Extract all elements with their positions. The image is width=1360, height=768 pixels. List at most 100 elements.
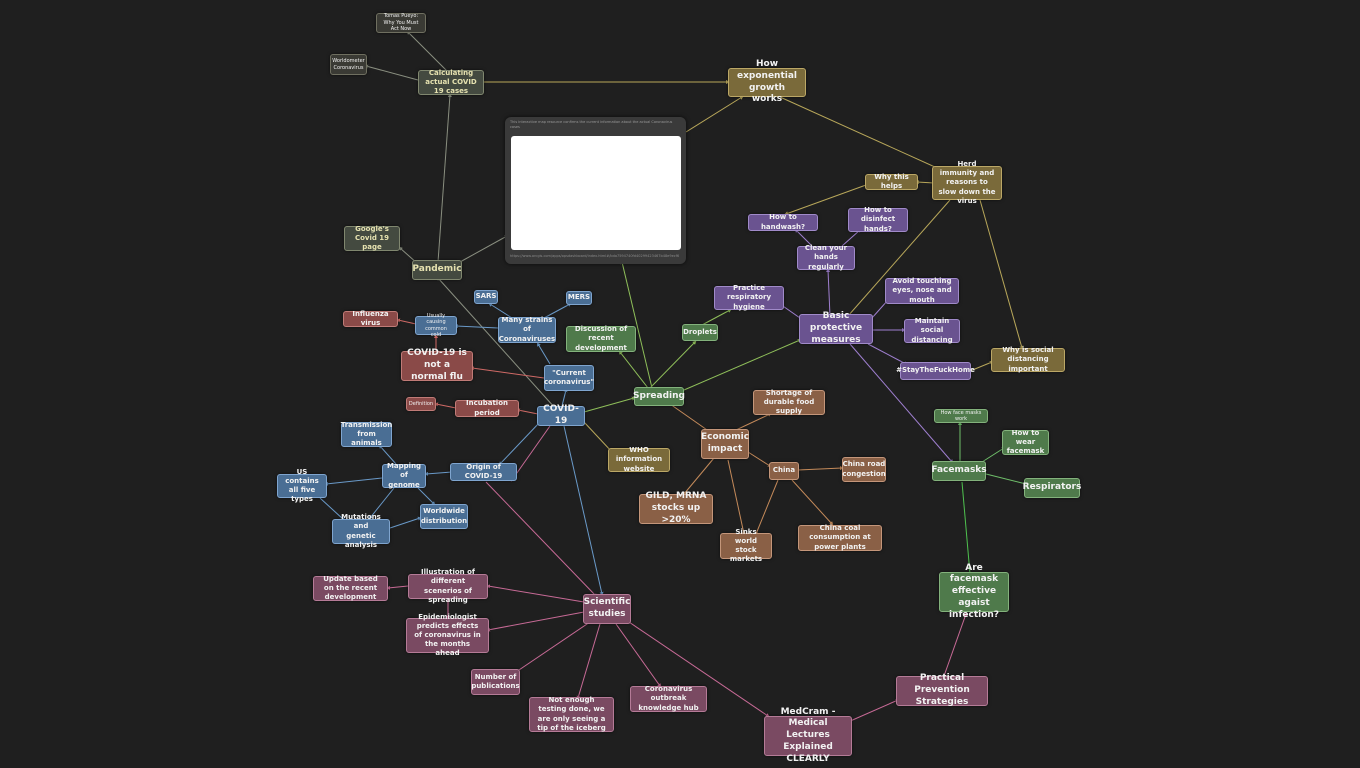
edge-basic-stayhome [867, 343, 908, 365]
node-incubation[interactable]: Incubation period [455, 399, 519, 417]
node-google-covid-page[interactable]: Google's Covid 19 page [344, 225, 400, 251]
embed-iframe-area[interactable] [511, 136, 681, 250]
node-medcram[interactable]: MedCram - Medical Lectures Explained CLE… [764, 707, 852, 764]
edge-scientific-epidem [486, 611, 585, 632]
node-calculating-cases[interactable]: Calculating actual COVID 19 cases [418, 69, 484, 95]
node-avoid-touching[interactable]: Avoid touching eyes, nose and mouth [885, 277, 959, 304]
node-knowledge-hub[interactable]: Coronavirus outbreak knowledge hub [630, 685, 707, 712]
node-exponential-growth[interactable]: How exponential growth works [728, 59, 806, 104]
edge-china-road [797, 466, 844, 471]
node-mapping-genome[interactable]: Mapping of genome [382, 462, 426, 489]
node-china[interactable]: China [769, 462, 799, 480]
edge-pandemic-embed [459, 235, 509, 263]
edge-economic-gild [682, 457, 715, 496]
node-how-to-wear[interactable]: How to wear facemask [1002, 429, 1049, 455]
edge-clean-handwash [794, 228, 813, 247]
edge-spreading-basic [683, 338, 802, 391]
edge-spreading-embed [620, 260, 653, 389]
node-discussion-recent[interactable]: Discussion of recent development [566, 325, 636, 352]
edge-covid-origin [498, 421, 541, 466]
edge-mutations-worldwide [389, 516, 422, 529]
node-how-to-disinfect[interactable]: How to disinfect hands? [848, 206, 908, 233]
edge-basic-facemasks [849, 343, 954, 464]
node-gild[interactable]: GILD, MRNA stocks up >20% [639, 491, 713, 525]
edge-facemasks-respirators [985, 473, 1028, 486]
node-how-face-masks-work[interactable]: How face masks work [934, 409, 988, 423]
edge-scientific-illustration [486, 584, 585, 603]
node-china-coal[interactable]: China coal consumption at power plants [798, 524, 882, 551]
node-who-info[interactable]: WHO information website [608, 446, 670, 473]
node-definition[interactable]: Definition [406, 397, 436, 411]
edge-clean-disinfect [841, 228, 862, 247]
edge-calculating-tomas [406, 30, 449, 73]
edge-pandemic-calculating [437, 93, 452, 263]
edge-herd-whythis [915, 180, 935, 185]
node-worldwide-distribution[interactable]: Worldwide distribution [420, 504, 468, 529]
node-stay-home[interactable]: #StayTheFuckHome [896, 362, 975, 380]
node-maintain-distancing[interactable]: Maintain social distancing [904, 317, 960, 344]
node-shortage[interactable]: Shortage of durable food supply [753, 389, 825, 415]
edge-covid-spreading [583, 396, 636, 413]
node-china-road[interactable]: China road congestion [842, 457, 886, 482]
node-illustration-scenarios[interactable]: Illustration of different scenerios of s… [408, 568, 488, 604]
edge-herd-basic [846, 199, 951, 318]
node-influenza[interactable]: Influenza virus [343, 310, 398, 327]
node-economic-impact[interactable]: Economic impact [701, 429, 749, 459]
embed-footer-link[interactable]: https://www.arcgis.com/apps/opsdashboard… [510, 254, 680, 258]
edge-scientific-medcram [625, 619, 770, 718]
edge-herd-whydist [979, 199, 1024, 350]
edge-mapping-transmission [378, 444, 397, 465]
edge-mapping-worldwide [417, 487, 436, 506]
node-facemask-effective[interactable]: Are facemask effective agaist infection? [939, 563, 1009, 620]
node-respirators[interactable]: Respirators [1023, 478, 1081, 498]
node-herd-immunity[interactable]: Herd immunity and reasons to slow down t… [932, 160, 1002, 205]
node-tomas-pueyo[interactable]: Tomas Pueyo: Why You Must Act Now [376, 13, 426, 33]
node-current-coronavirus[interactable]: "Current coronavirus" [544, 365, 594, 391]
edge-spreading-discussion [618, 350, 649, 389]
edge-spreading-economic [669, 403, 712, 434]
node-mutations[interactable]: Mutations and genetic analysis [332, 513, 390, 549]
edge-scientific-number [514, 621, 591, 674]
node-not-enough-testing[interactable]: Not enough testing done, we are only see… [529, 696, 614, 732]
edge-calculating-worldometer [364, 64, 419, 81]
edge-strains-usually [454, 324, 499, 329]
edge-origin-mapping [424, 471, 453, 476]
edge-current-notflu [470, 366, 545, 379]
node-transmission-animals[interactable]: Transmission from animals [340, 420, 393, 448]
node-sinks-markets[interactable]: Sinks world stock markets [720, 528, 772, 563]
edge-incubation-definition [434, 402, 457, 409]
edge-china-sinks [754, 479, 779, 536]
node-facemasks[interactable]: Facemasks [931, 461, 987, 481]
node-clean-hands[interactable]: Clean your hands regularly [797, 244, 855, 271]
node-droplets[interactable]: Droplets [682, 324, 718, 341]
node-sars[interactable]: SARS [474, 290, 498, 304]
embedded-map-card[interactable]: This interactive map resource confirms t… [505, 117, 686, 264]
node-epidemiologist[interactable]: Epidemiologist predicts effects of coron… [406, 613, 489, 657]
node-scientific-studies[interactable]: Scientific studies [583, 594, 631, 624]
node-many-strains[interactable]: Many strains of Coronaviruses [498, 316, 556, 343]
node-basic-protective[interactable]: Basic protective measures [799, 311, 873, 345]
edge-droplets-respiratory [701, 309, 732, 326]
node-number-publications[interactable]: Number of publications [471, 669, 520, 695]
node-pandemic[interactable]: Pandemic [412, 260, 462, 280]
edge-covid-current [561, 388, 568, 407]
node-origin[interactable]: Origin of COVID-19 [450, 463, 517, 481]
node-why-this-helps[interactable]: Why this helps [865, 173, 918, 190]
edge-economic-shortage [735, 413, 772, 431]
node-why-distancing[interactable]: Why is social distancing important [991, 346, 1065, 373]
node-us-contains[interactable]: US contains all five types [277, 468, 327, 503]
node-worldometer[interactable]: Worldometer Coronavirus [330, 54, 367, 75]
node-spreading[interactable]: Spreading [633, 387, 685, 406]
node-not-normal-flu[interactable]: COVID-19 is not a normal flu [401, 348, 473, 382]
node-practice-respiratory[interactable]: Practice respiratory hygiene [714, 284, 784, 311]
node-how-to-handwash[interactable]: How to handwash? [748, 213, 818, 231]
edge-economic-sinks [727, 459, 746, 536]
node-practical-prevention[interactable]: Practical Prevention Strategies [896, 673, 988, 707]
edge-strains-sars [488, 302, 513, 319]
node-update-recent[interactable]: Update based on the recent development [313, 575, 388, 601]
node-mers[interactable]: MERS [566, 291, 592, 305]
node-usually-causing[interactable]: Usually causing common cold [415, 313, 457, 338]
node-covid19[interactable]: COVID-19 [537, 404, 585, 426]
edge-exponential-herd [779, 96, 948, 173]
